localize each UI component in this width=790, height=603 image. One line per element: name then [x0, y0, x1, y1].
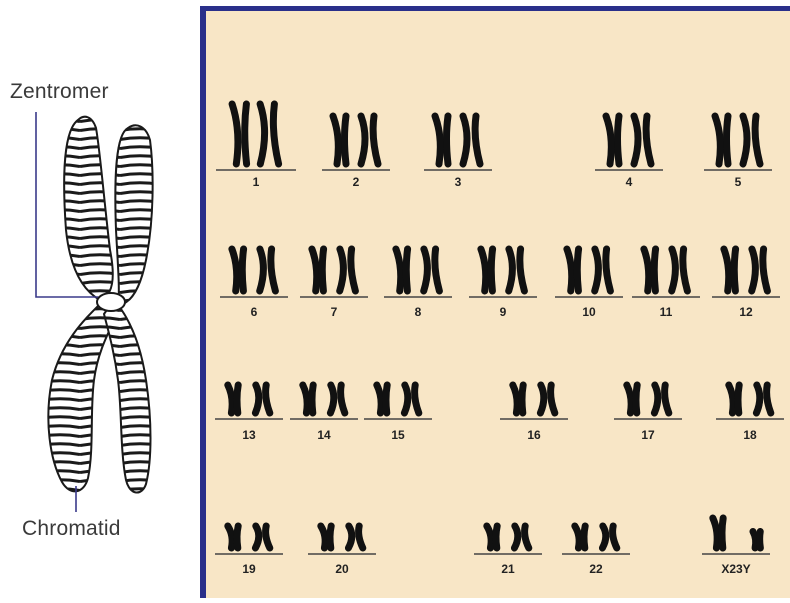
chromosome-pair-number: 6 — [251, 305, 258, 319]
chromosome-pair-number: 3 — [455, 175, 462, 189]
chromosome-pair — [567, 249, 611, 291]
chromosome-pair-number: 14 — [317, 428, 331, 442]
chromatid-arm-lower-right — [104, 300, 151, 493]
chromosome-pair — [627, 385, 669, 413]
chromosome-pair — [333, 116, 378, 164]
chromosome-pair-number: 13 — [242, 428, 256, 442]
chromosome-pair-number: 8 — [415, 305, 422, 319]
chromosome-illustration: Zentromer Chromatid — [0, 0, 200, 598]
chromosome-pair-number: 4 — [626, 175, 633, 189]
chromosome-pair — [232, 104, 279, 164]
chromosome-pair-number: 10 — [582, 305, 596, 319]
chromosome-pair — [644, 249, 688, 291]
chromosome-pair-number: 9 — [500, 305, 507, 319]
chromosome-pair — [487, 526, 529, 548]
chromosome-pair — [303, 385, 345, 413]
chromosome-pair-number: 16 — [527, 428, 541, 442]
chromosome-pair — [713, 518, 761, 548]
chromosome-pair-number: 18 — [743, 428, 757, 442]
chromosome-pair-number: 1 — [253, 175, 260, 189]
chromosome-pair — [377, 385, 419, 413]
chromatid-label: Chromatid — [22, 517, 121, 541]
chromosome-pair-number: 12 — [739, 305, 753, 319]
chromosome-pair — [435, 116, 480, 164]
chromosome-pair — [321, 526, 363, 548]
chromosome-pair — [396, 249, 440, 291]
chromosome-pair-number: 5 — [735, 175, 742, 189]
chromosome-pair-number: 7 — [331, 305, 338, 319]
chromosome-pair-number: 21 — [501, 562, 515, 576]
chromosome-pair — [228, 526, 270, 548]
chromosome-pair — [715, 116, 760, 164]
chromosome-pair — [724, 249, 768, 291]
chromosome-pair-number: X23Y — [721, 562, 750, 576]
centromere-label: Zentromer — [10, 80, 109, 104]
chromosome-pair-number: 2 — [353, 175, 360, 189]
chromosome-pair-number: 20 — [335, 562, 349, 576]
chromosome-pair-number: 11 — [660, 305, 673, 319]
chromosome-pair — [481, 249, 525, 291]
chromosome-pair — [228, 385, 270, 413]
chromosome-pair — [232, 249, 276, 291]
chromosome-pair — [312, 249, 356, 291]
chromosome-pair — [729, 385, 771, 413]
chromosome-pair — [575, 526, 617, 548]
chromosome-pair-number: 22 — [589, 562, 603, 576]
chromatid-arm-upper-right — [115, 125, 152, 305]
chromatid-arm-upper-left — [64, 117, 113, 300]
chromosome-pair-number: 19 — [242, 562, 256, 576]
chromosome-pair-number: 15 — [391, 428, 405, 442]
chromosome-pair — [513, 385, 555, 413]
chromosome-pair — [606, 116, 651, 164]
chromosome-pair-number: 17 — [641, 428, 655, 442]
centromere-junction — [97, 293, 125, 311]
